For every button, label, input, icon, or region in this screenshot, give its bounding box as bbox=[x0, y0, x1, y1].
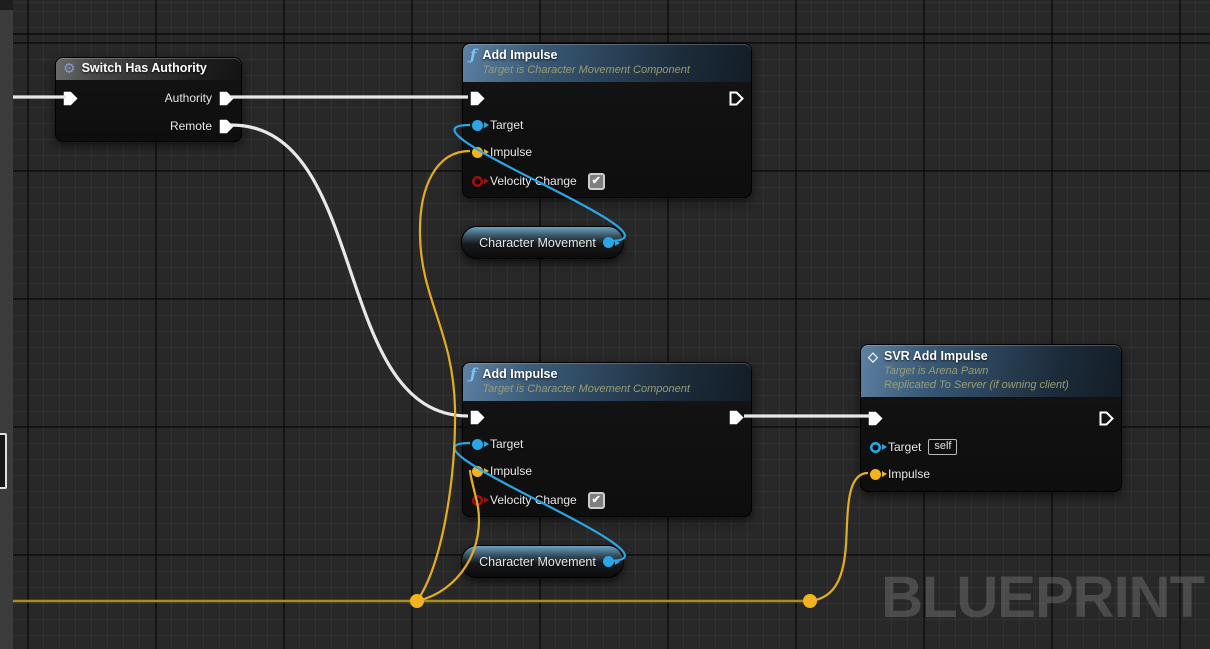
velocity-change-pin-row: Velocity Change ✔ bbox=[472, 491, 605, 509]
authority-exec-output-pin[interactable] bbox=[219, 91, 234, 106]
target-pin-label: Target bbox=[490, 437, 524, 451]
variable-label: Character Movement bbox=[479, 554, 596, 569]
exec-output-pin-row bbox=[729, 409, 744, 425]
node-title: Add Impulse bbox=[482, 48, 558, 62]
node-svr-add-impulse[interactable]: ◇ SVR Add Impulse Target is Arena Pawn R… bbox=[860, 344, 1122, 492]
node-header[interactable]: ƒ Add Impulse Target is Character Moveme… bbox=[463, 363, 751, 401]
node-subtitle: Target is Character Movement Component bbox=[482, 64, 690, 76]
node-header[interactable]: ⚙ Switch Has Authority bbox=[56, 58, 241, 80]
node-title: Add Impulse bbox=[482, 367, 558, 381]
impulse-pin-label: Impulse bbox=[888, 467, 931, 481]
target-pin-label: Target bbox=[888, 440, 922, 454]
exec-input-pin-row bbox=[63, 90, 78, 106]
target-pin[interactable] bbox=[472, 438, 489, 450]
left-panel-edge bbox=[0, 0, 13, 649]
remote-pin-row: Remote bbox=[170, 118, 234, 134]
exec-output-pin[interactable] bbox=[729, 410, 744, 425]
node-add-impulse-bottom[interactable]: ƒ Add Impulse Target is Character Moveme… bbox=[462, 362, 752, 517]
node-add-impulse-top[interactable]: ƒ Add Impulse Target is Character Moveme… bbox=[462, 43, 752, 198]
impulse-pin-row: Impulse bbox=[472, 463, 532, 479]
node-header[interactable]: ◇ SVR Add Impulse Target is Arena Pawn R… bbox=[861, 345, 1121, 397]
authority-pin-label: Authority bbox=[164, 91, 212, 105]
exec-input-pin[interactable] bbox=[470, 410, 485, 425]
exec-output-pin-row bbox=[1099, 410, 1114, 426]
velocity-change-checkbox[interactable]: ✔ bbox=[587, 491, 605, 509]
velocity-change-pin[interactable] bbox=[472, 495, 489, 506]
node-character-movement-bottom[interactable]: Character Movement bbox=[461, 545, 624, 578]
impulse-pin-row: Impulse bbox=[472, 144, 532, 160]
impulse-pin[interactable] bbox=[472, 465, 489, 477]
exec-output-pin[interactable] bbox=[1099, 411, 1114, 426]
variable-label: Character Movement bbox=[479, 235, 596, 250]
function-icon: ƒ bbox=[470, 365, 477, 383]
node-title: Switch Has Authority bbox=[81, 61, 207, 75]
velocity-change-pin-row: Velocity Change ✔ bbox=[472, 172, 605, 190]
velocity-change-pin-label: Velocity Change bbox=[490, 174, 577, 188]
target-pin[interactable] bbox=[870, 442, 887, 453]
target-pin-row: Target bbox=[472, 436, 523, 452]
function-icon: ƒ bbox=[470, 46, 477, 64]
blueprint-watermark: BLUEPRINT bbox=[881, 565, 1205, 630]
impulse-pin-row: Impulse bbox=[870, 466, 930, 482]
event-diamond-icon: ◇ bbox=[868, 349, 878, 364]
node-subtitle-line1: Target is Arena Pawn bbox=[884, 365, 989, 377]
node-header[interactable]: ƒ Add Impulse Target is Character Moveme… bbox=[463, 44, 751, 82]
node-subtitle-line2: Replicated To Server (if owning client) bbox=[884, 379, 1069, 391]
target-pin-label: Target bbox=[490, 118, 524, 132]
target-pin-row: Target bbox=[472, 117, 523, 133]
velocity-change-pin-label: Velocity Change bbox=[490, 493, 577, 507]
wire-impulse-to-svr[interactable] bbox=[809, 471, 869, 603]
impulse-pin-label: Impulse bbox=[490, 464, 533, 478]
authority-pin-row: Authority bbox=[165, 90, 234, 106]
remote-pin-label: Remote bbox=[169, 119, 212, 133]
impulse-pin[interactable] bbox=[472, 146, 489, 158]
velocity-change-pin[interactable] bbox=[472, 176, 489, 187]
impulse-pin[interactable] bbox=[870, 468, 887, 480]
node-subtitle: Target is Character Movement Component bbox=[482, 383, 690, 395]
target-pin[interactable] bbox=[472, 119, 489, 131]
target-self-default-value[interactable]: self bbox=[928, 439, 958, 455]
wire-exec-remote-to-add-impulse-bottom[interactable] bbox=[230, 123, 469, 418]
target-pin-row: Target self bbox=[870, 439, 958, 455]
node-title: SVR Add Impulse bbox=[884, 349, 988, 363]
node-character-movement-top[interactable]: Character Movement bbox=[461, 226, 624, 259]
remote-exec-output-pin[interactable] bbox=[219, 119, 234, 134]
exec-input-pin-row bbox=[470, 409, 485, 425]
offscreen-node-edge bbox=[0, 433, 7, 489]
reroute-node-right[interactable] bbox=[803, 594, 817, 608]
impulse-pin-label: Impulse bbox=[490, 145, 533, 159]
gear-icon: ⚙ bbox=[63, 60, 76, 76]
character-movement-output-pin[interactable] bbox=[603, 237, 620, 248]
exec-input-pin[interactable] bbox=[63, 91, 78, 106]
reroute-node-left[interactable] bbox=[410, 594, 424, 608]
velocity-change-checkbox[interactable]: ✔ bbox=[587, 172, 605, 190]
exec-input-pin-row bbox=[470, 90, 485, 106]
exec-input-pin[interactable] bbox=[470, 91, 485, 106]
node-switch-has-authority[interactable]: ⚙ Switch Has Authority Authority Remote bbox=[55, 57, 242, 142]
character-movement-output-pin[interactable] bbox=[603, 556, 620, 567]
exec-input-pin[interactable] bbox=[868, 411, 883, 426]
left-panel-corner bbox=[0, 0, 13, 10]
exec-input-pin-row bbox=[868, 410, 883, 426]
exec-output-pin[interactable] bbox=[729, 91, 744, 106]
exec-output-pin-row bbox=[729, 90, 744, 106]
